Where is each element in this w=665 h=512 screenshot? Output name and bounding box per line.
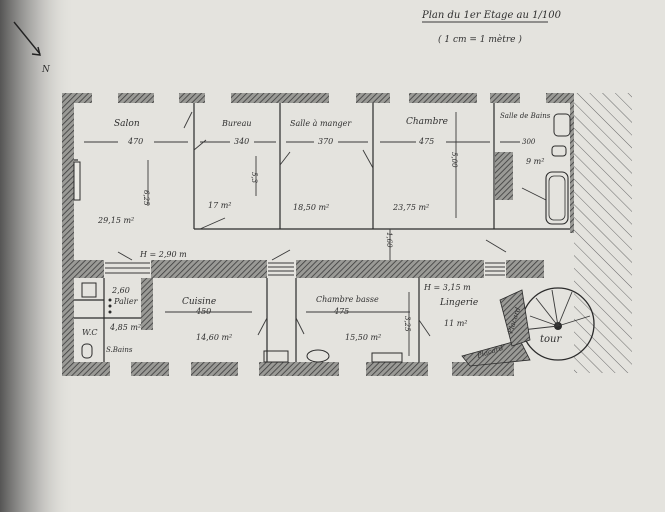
dimension-lines (84, 112, 520, 356)
area-chambre: 23,75 m² (392, 203, 429, 212)
room-wc: W.C (82, 328, 98, 337)
area-wc: 4,85 m² (109, 323, 141, 332)
dim-chambre-width: 475 (418, 137, 434, 146)
north-arrow-icon (13, 21, 41, 56)
dim-bureau-height: 5,3 (250, 172, 258, 184)
area-lingerie: 11 m² (444, 319, 468, 328)
area-salon: 29,15 m² (97, 216, 134, 225)
room-salle-bains: Salle de Bains (500, 112, 551, 120)
height-lingerie: H = 3,15 m (423, 283, 471, 292)
note-sbains: S.Bains (106, 346, 133, 354)
dim-salle-bains-width: 300 (522, 138, 536, 146)
dim-salle-manger-width: 370 (318, 137, 333, 146)
dim-chambre-basse-height: 3,25 (403, 316, 411, 332)
room-chambre-basse: Chambre basse (316, 295, 379, 304)
room-palier: Palier (113, 297, 139, 306)
plan-title: Plan du 1er Etage au 1/100 (421, 10, 562, 21)
plan-scale: ( 1 cm = 1 mètre ) (438, 34, 522, 45)
dim-salon-height: 6,25 (142, 190, 150, 206)
height-door: 1,60 (385, 232, 393, 248)
area-palier: 2,60 (111, 286, 130, 295)
window-left (73, 161, 81, 201)
room-tour: tour (540, 334, 562, 345)
tower (461, 287, 595, 367)
room-cuisine: Cuisine (182, 297, 216, 307)
walls (62, 93, 574, 376)
room-chambre: Chambre (406, 117, 448, 127)
area-salle-manger: 18,50 m² (293, 203, 329, 212)
room-salle-manger: Salle à manger (290, 119, 352, 128)
dim-cuisine-width: 450 (195, 307, 211, 316)
room-lingerie: Lingerie (439, 298, 478, 308)
area-cuisine: 14,60 m² (196, 333, 232, 342)
area-bureau: 17 m² (208, 201, 232, 210)
area-salle-bains: 9 m² (526, 157, 544, 166)
area-chambre-basse: 15,50 m² (345, 333, 381, 342)
room-bureau: Bureau (221, 119, 252, 128)
dim-salon-width: 470 (127, 137, 143, 146)
dim-bureau-width: 340 (234, 137, 249, 146)
stairs (105, 262, 505, 276)
room-salon: Salon (114, 119, 140, 129)
dim-chambre-height: 5,00 (450, 152, 458, 168)
hatched-area (574, 93, 632, 373)
height-corridor: H = 2,90 m (139, 250, 187, 259)
sanitary-fixtures (81, 113, 571, 363)
partitions (74, 103, 570, 362)
door-swings (117, 111, 547, 337)
north-label: N (41, 65, 51, 75)
dim-chambre-basse-width: 475 (333, 307, 349, 316)
